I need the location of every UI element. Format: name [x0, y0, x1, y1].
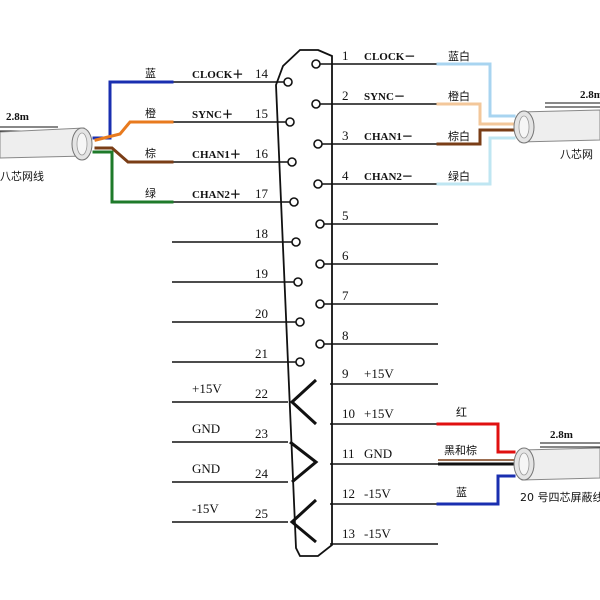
pin-21-number: 21 — [255, 346, 268, 361]
pin-4-number: 4 — [342, 168, 349, 183]
pin-10-signal: +15V — [364, 406, 394, 421]
power-cable-length: 2.8m — [550, 429, 573, 441]
pin-13-signal: -15V — [364, 526, 391, 541]
pin-25-signal: -15V — [192, 501, 219, 516]
pin-1-signal: CLOCK－ — [364, 51, 415, 63]
pin-24-number: 24 — [255, 466, 269, 481]
pin-24-signal: GND — [192, 461, 220, 476]
pin-2-number: 2 — [342, 88, 349, 103]
pin-16-number: 16 — [255, 146, 269, 161]
pin-15-signal: SYNC＋ — [192, 109, 233, 121]
pin-8-number: 8 — [342, 328, 349, 343]
pin-4-signal: CHAN2－ — [364, 171, 413, 183]
left-wire-orange — [94, 120, 174, 142]
right-wire-green-white-label: 绿白 — [448, 169, 470, 183]
power-cable-name: 20 号四芯屏蔽线 — [520, 490, 600, 504]
right-top-cable-length: 2.8m — [580, 89, 600, 101]
left-wire-blue-label: 蓝 — [145, 67, 156, 80]
pin-18-number: 18 — [255, 226, 268, 241]
power-wire-blue-label: 蓝 — [456, 486, 467, 499]
left-pin-labels: 14 CLOCK＋ 15 SYNC＋ 16 CHAN1＋ 17 CHAN2＋ 1… — [192, 66, 269, 521]
pin-5-number: 5 — [342, 208, 349, 223]
right-top-cable-name: 八芯网 — [560, 147, 593, 161]
connector-shell — [275, 49, 333, 557]
left-wire-brown — [94, 146, 174, 164]
power-wire-red — [436, 422, 516, 454]
pin-22-number: 22 — [255, 386, 268, 401]
pin-25-number: 25 — [255, 506, 268, 521]
pin-2-signal: SYNC－ — [364, 91, 405, 103]
left-wire-blue — [92, 80, 174, 140]
pin-3-number: 3 — [342, 128, 349, 143]
left-wire-orange-label: 橙 — [145, 106, 156, 120]
pin-22-signal: +15V — [192, 381, 222, 396]
pin-6-number: 6 — [342, 248, 349, 263]
pin-19-number: 19 — [255, 266, 268, 281]
power-cable: 红 黑和棕 蓝 2.8m 20 号四芯屏蔽线 — [436, 406, 600, 506]
pin-23-number: 23 — [255, 426, 268, 441]
right-pin-labels: 1 CLOCK－ 2 SYNC－ 3 CHAN1－ 4 CHAN2－ 5 6 7… — [342, 48, 415, 541]
right-pin-lines — [316, 63, 438, 545]
left-pin-lines — [172, 81, 300, 523]
pin-17-signal: CHAN2＋ — [192, 189, 241, 201]
pin-7-number: 7 — [342, 288, 349, 303]
right-top-cable: 蓝白 橙白 棕白 绿白 2.8m 八芯网 — [436, 49, 600, 186]
pin-14-number: 14 — [255, 66, 269, 81]
power-wire-black-brown-label: 黑和棕 — [444, 443, 477, 457]
pin-20-number: 20 — [255, 306, 268, 321]
pin-10-number: 10 — [342, 406, 355, 421]
pin-23-signal: GND — [192, 421, 220, 436]
left-wire-green-label: 绿 — [145, 186, 156, 200]
pin-11-signal: GND — [364, 446, 392, 461]
right-wire-brown-white-label: 棕白 — [448, 129, 470, 143]
pin-9-number: 9 — [342, 366, 349, 381]
left-cable-name: 八芯网线 — [0, 169, 44, 183]
right-wire-blue-white — [436, 62, 516, 118]
left-cable: 2.8m 八芯网线 蓝 橙 棕 绿 — [0, 67, 174, 204]
pin-12-number: 12 — [342, 486, 355, 501]
pin-12-signal: -15V — [364, 486, 391, 501]
pin-16-signal: CHAN1＋ — [192, 149, 241, 161]
pin-9-signal: +15V — [364, 366, 394, 381]
pin-3-signal: CHAN1－ — [364, 131, 413, 143]
right-wire-brown-white — [436, 128, 516, 146]
right-wire-orange-white-label: 橙白 — [448, 89, 470, 103]
pin-1-number: 1 — [342, 48, 349, 63]
left-wire-brown-label: 棕 — [145, 146, 156, 160]
power-jumpers — [289, 378, 319, 544]
right-wire-blue-white-label: 蓝白 — [448, 49, 470, 63]
pin-11-number: 11 — [342, 446, 355, 461]
right-wire-orange-white — [436, 102, 516, 126]
pin-17-number: 17 — [255, 186, 269, 201]
pin-14-signal: CLOCK＋ — [192, 69, 243, 81]
right-wire-green-white — [436, 136, 516, 186]
power-wire-red-label: 红 — [456, 406, 467, 419]
pin-contacts — [283, 59, 325, 367]
pin-13-number: 13 — [342, 526, 355, 541]
pin-15-number: 15 — [255, 106, 268, 121]
left-cable-length: 2.8m — [6, 111, 29, 123]
power-wire-blue — [436, 474, 516, 506]
left-wire-green — [92, 150, 174, 204]
